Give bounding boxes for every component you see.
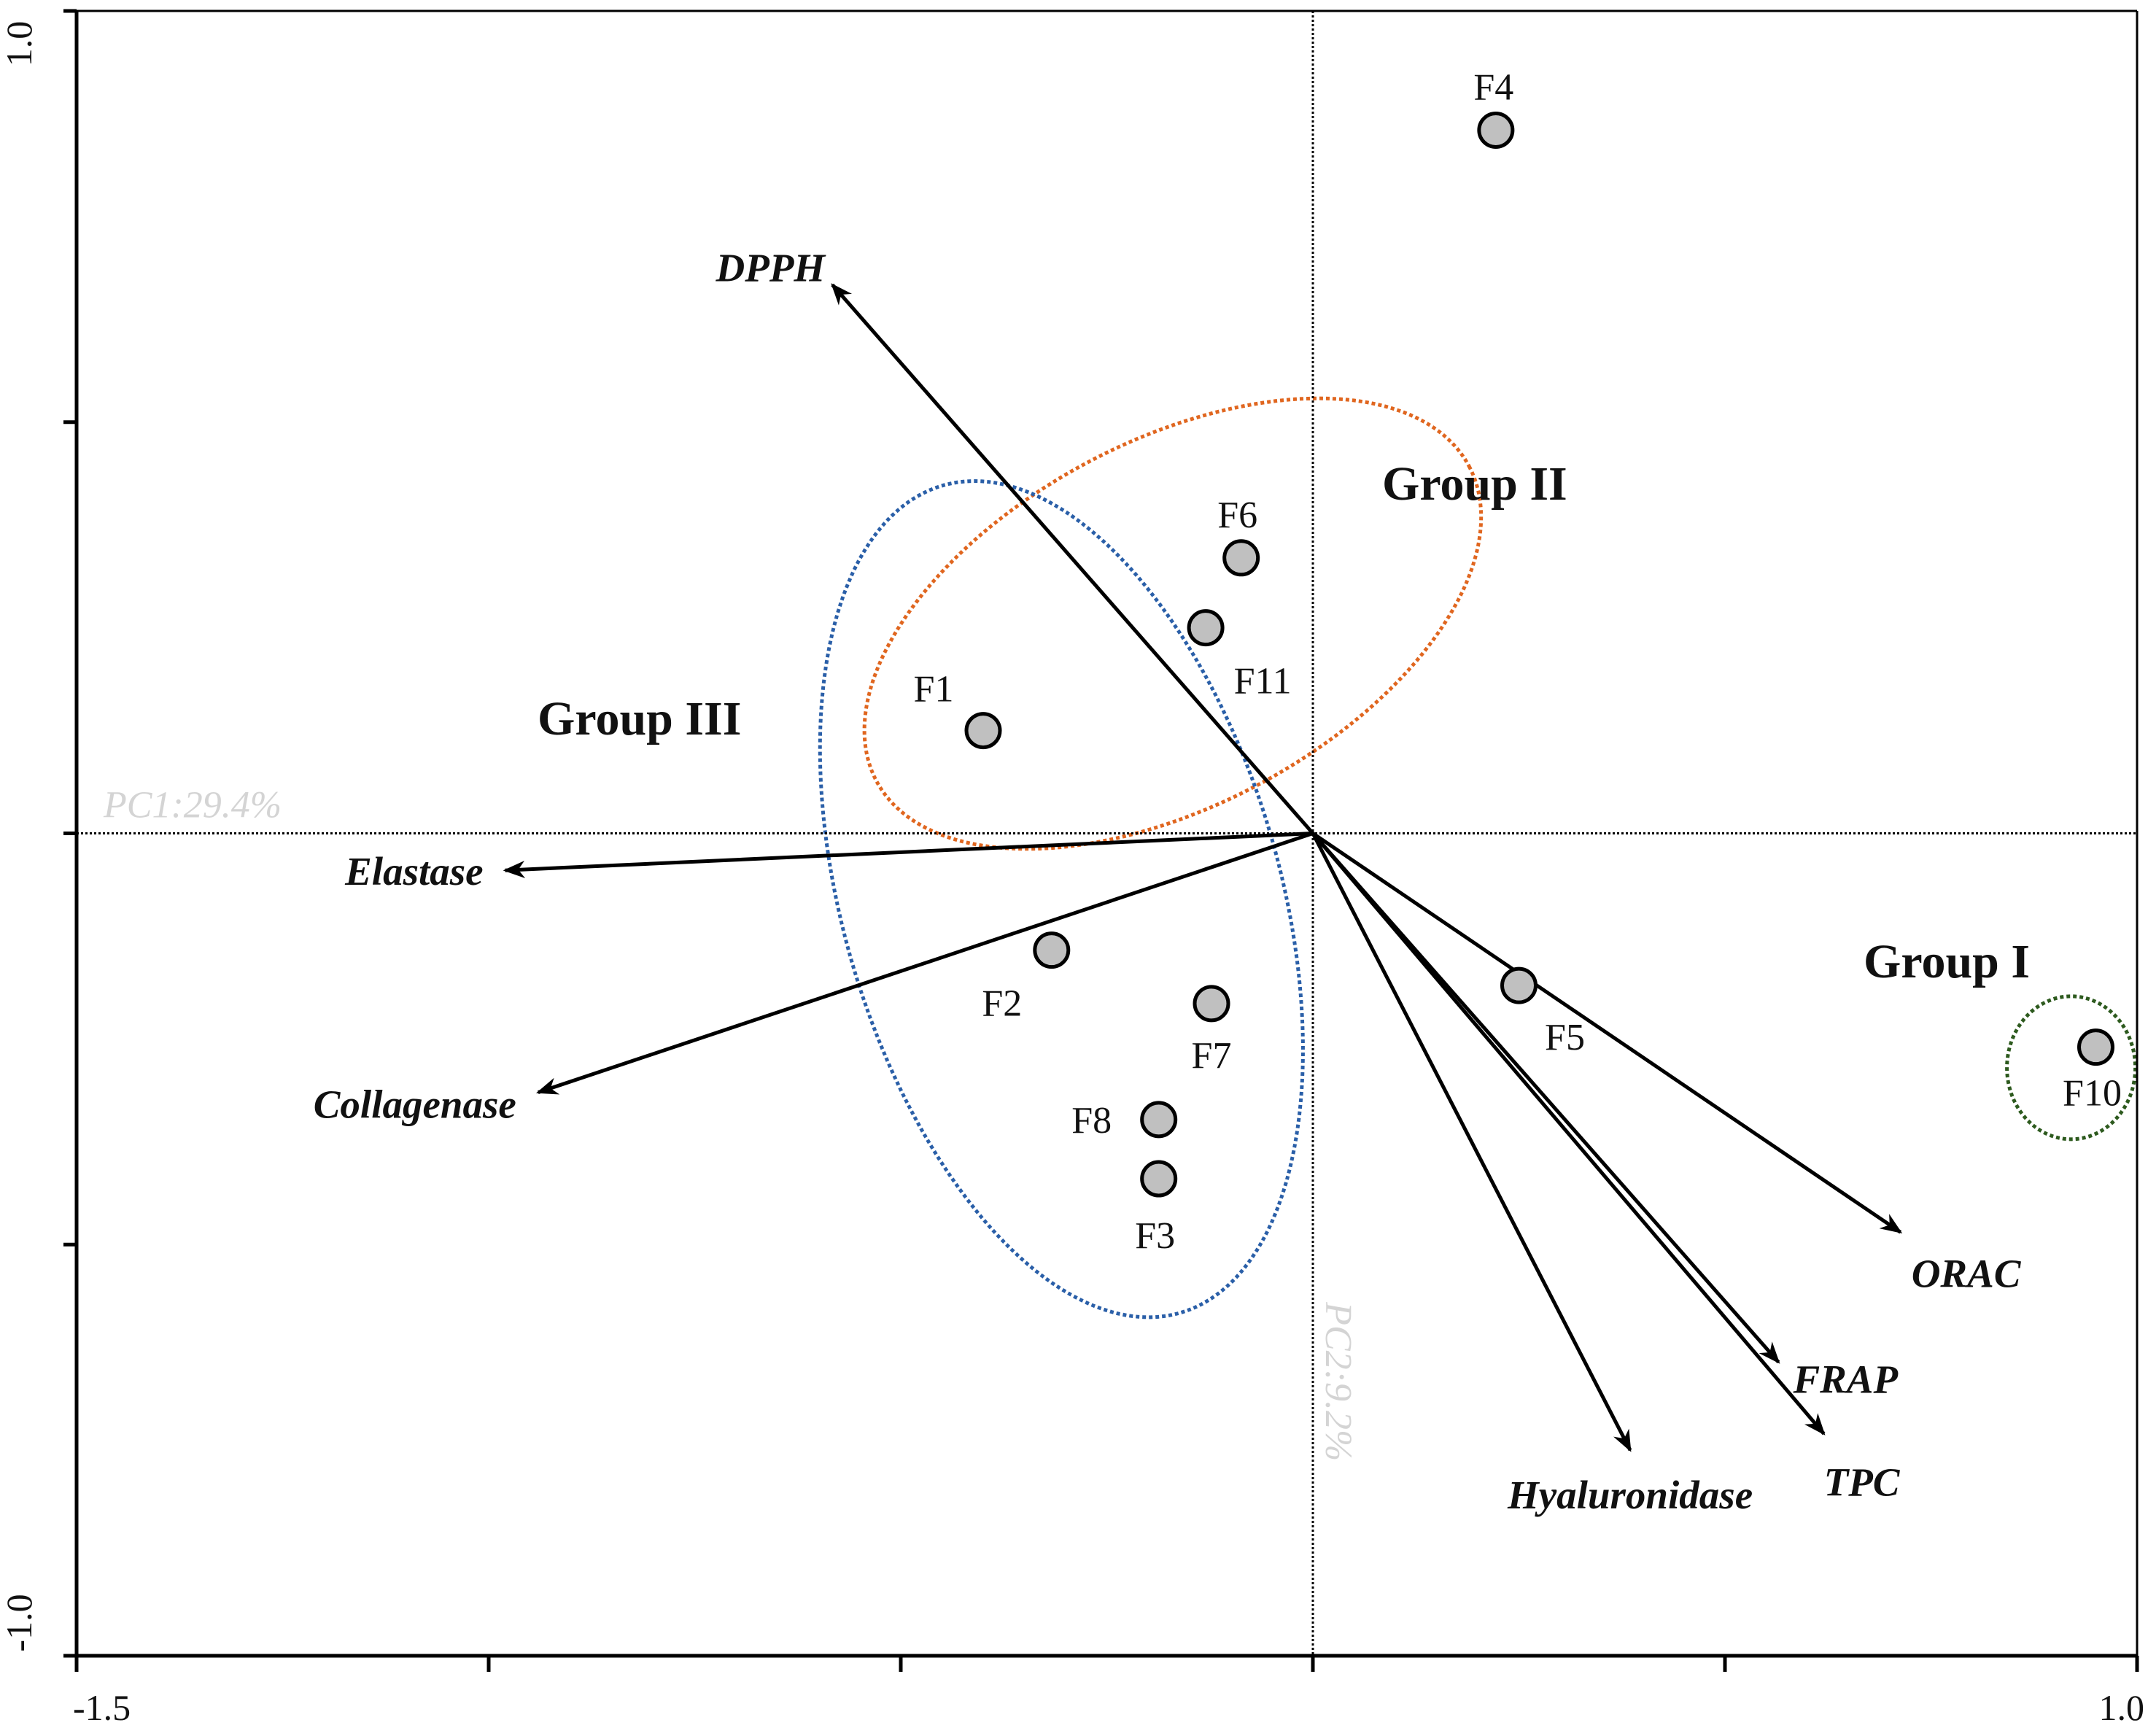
point-f1 <box>964 712 1002 750</box>
group-ellipse-group-ii <box>862 396 1484 851</box>
point-f5 <box>1500 966 1538 1004</box>
point-f10 <box>2077 1028 2114 1066</box>
point-label-f1: F1 <box>914 669 954 710</box>
vector-label-collagenase: Collagenase <box>314 1082 516 1127</box>
vector-label-orac: ORAC <box>1912 1251 2022 1295</box>
point-f4 <box>1477 111 1515 149</box>
y-tick-label: 1.0 <box>0 21 39 67</box>
vector-frap <box>1311 832 1780 1364</box>
vector-label-dpph: DPPH <box>716 245 827 290</box>
point-label-f10: F10 <box>2063 1073 2122 1115</box>
point-label-f5: F5 <box>1545 1017 1585 1058</box>
group-label-group-iii: Group III <box>538 692 741 745</box>
variable-vectors <box>503 283 1903 1452</box>
point-label-f7: F7 <box>1192 1035 1232 1077</box>
point-f7 <box>1193 985 1230 1023</box>
y-axis-title: PC2:9.2% <box>1317 1301 1359 1461</box>
vector-label-hyaluronidase: Hyaluronidase <box>1507 1473 1753 1517</box>
point-label-f3: F3 <box>1135 1215 1175 1257</box>
vector-collagenase <box>535 832 1314 1095</box>
vector-label-tpc: TPC <box>1824 1460 1901 1505</box>
vector-tpc <box>1311 832 1826 1435</box>
x-axis-title: PC1:29.4% <box>103 785 282 826</box>
chart-labels: Group I Group II Group III DPPH ElastaseColl… <box>314 66 2122 1517</box>
vector-orac <box>1311 832 1903 1234</box>
observation-points <box>964 111 2114 1198</box>
group-label-group-ii: Group II <box>1382 457 1567 511</box>
vector-hyaluronidase <box>1311 832 1632 1452</box>
group-ellipse-group-i <box>2005 994 2138 1142</box>
point-label-f4: F4 <box>1473 66 1513 108</box>
vector-label-frap: FRAP <box>1792 1357 1898 1401</box>
x-tick-label: 1.0 <box>2099 1687 2145 1728</box>
point-label-f11: F11 <box>1234 661 1292 702</box>
group-ellipses <box>818 396 2138 1320</box>
y-tick-label: -1.0 <box>0 1594 39 1651</box>
vector-dpph <box>831 283 1314 835</box>
group-ellipse-group-iii <box>818 479 1305 1320</box>
x-tick-label: -1.5 <box>73 1687 131 1728</box>
point-label-f6: F6 <box>1217 495 1257 536</box>
point-label-f8: F8 <box>1071 1100 1112 1142</box>
group-label-group-i: Group I <box>1864 935 2030 988</box>
point-f8 <box>1140 1101 1178 1139</box>
point-f2 <box>1033 931 1071 969</box>
point-f6 <box>1222 539 1260 577</box>
vector-elastase <box>503 832 1314 878</box>
point-f3 <box>1140 1160 1178 1198</box>
vector-label-elastase: Elastase <box>344 849 483 894</box>
point-label-f2: F2 <box>982 983 1022 1025</box>
point-f11 <box>1187 609 1225 647</box>
